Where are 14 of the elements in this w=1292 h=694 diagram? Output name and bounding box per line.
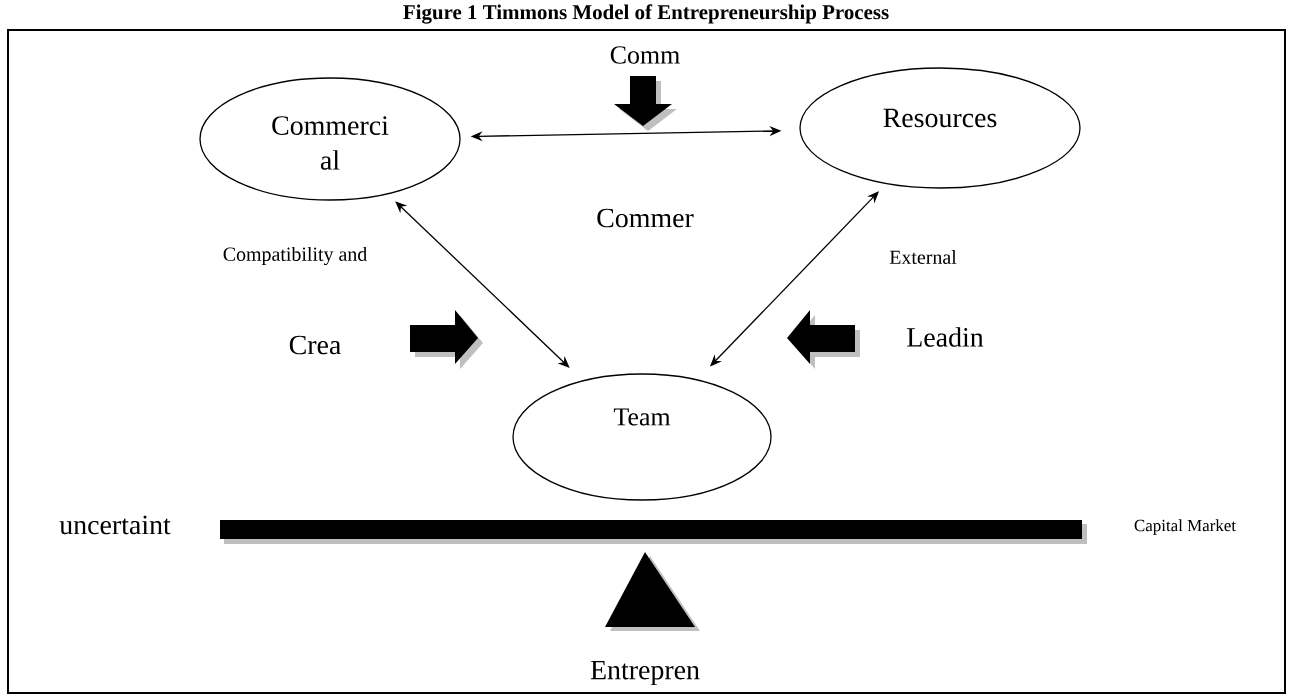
text-label: Commer xyxy=(597,208,694,228)
double-arrow xyxy=(395,201,570,368)
text-label: Capital Market xyxy=(1134,519,1236,535)
text-label: uncertaint xyxy=(59,515,171,535)
ellipse-node: Team xyxy=(512,373,772,501)
text-label: Leadin xyxy=(907,327,984,347)
text-label: Crea xyxy=(289,335,341,355)
ellipse-node: Commerci al xyxy=(199,77,461,201)
text-label: Entrepren xyxy=(590,660,700,686)
ellipse-node: Resources xyxy=(799,67,1081,189)
text-label: Comm xyxy=(610,46,680,64)
text-label: Compatibility and xyxy=(223,246,367,266)
title: Figure 1 Timmons Model of Entrepreneurship Process xyxy=(403,4,889,24)
text-label: External xyxy=(889,250,957,264)
